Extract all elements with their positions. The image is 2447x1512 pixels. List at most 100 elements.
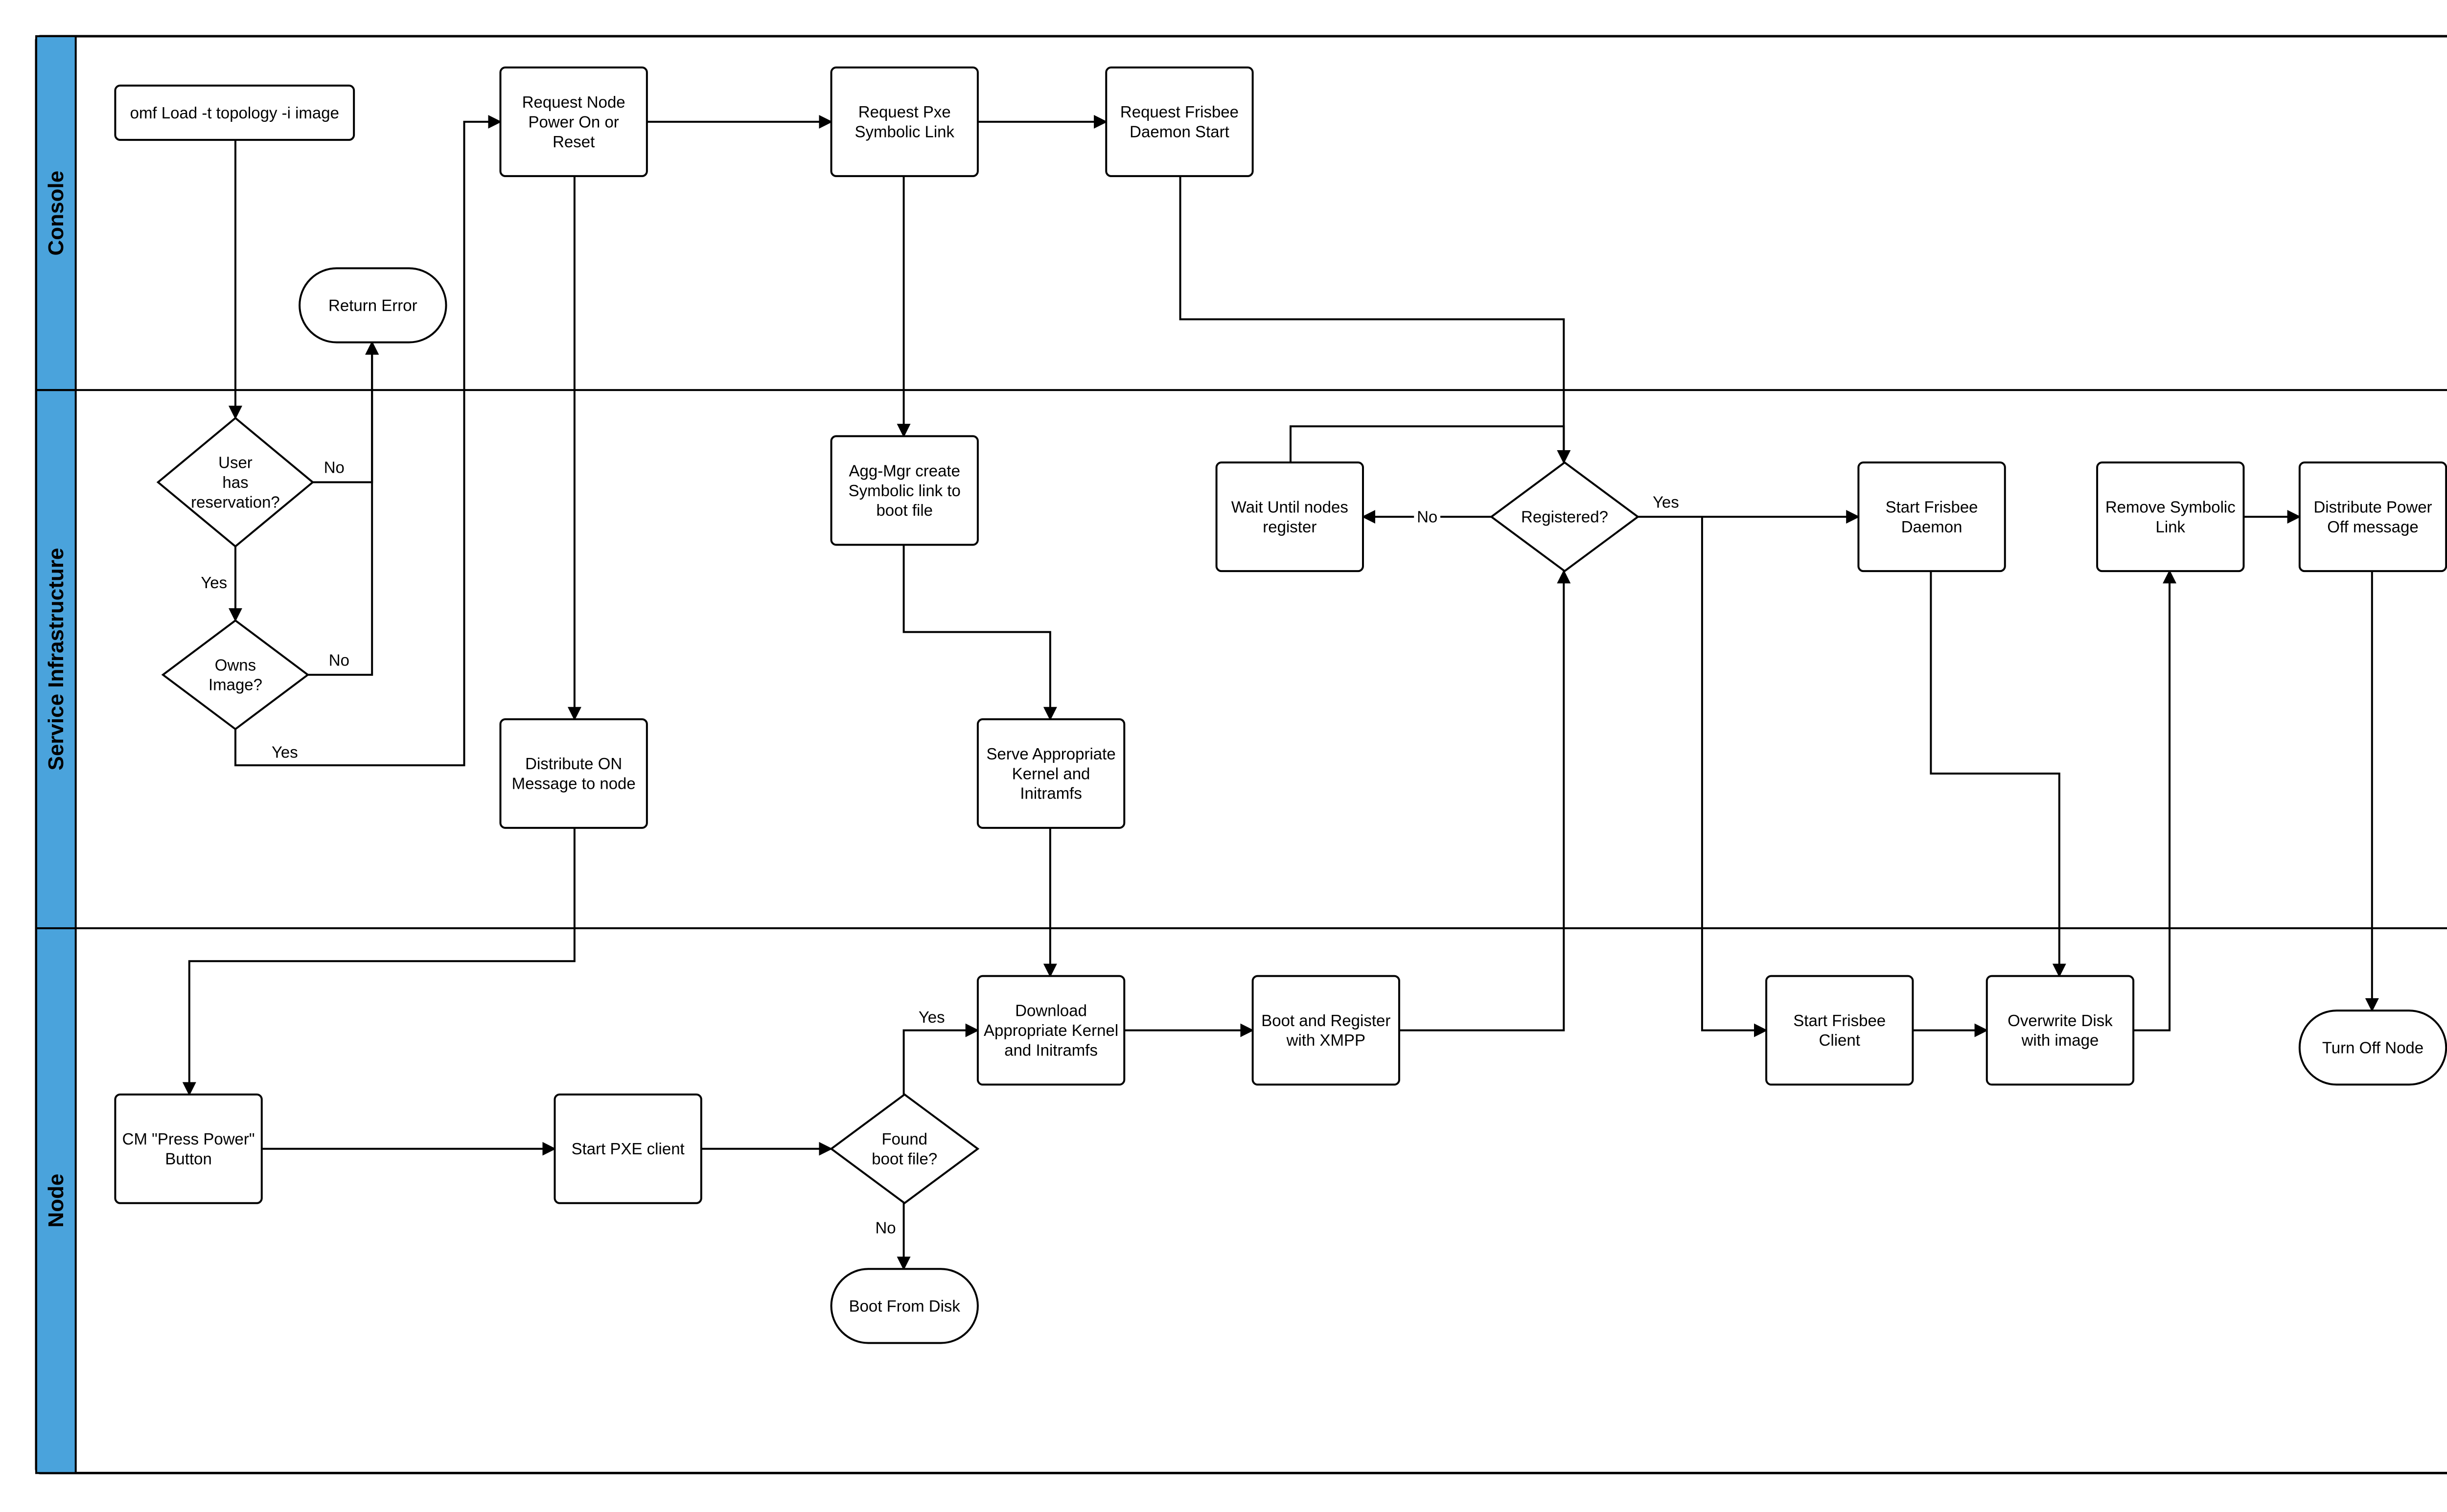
node-text-line: Turn Off Node	[2322, 1038, 2424, 1056]
node-text-line: Client	[1819, 1031, 1860, 1049]
node-text-line: and Initramfs	[1004, 1041, 1098, 1059]
process-shape	[976, 718, 1126, 829]
node-text-line: Request Frisbee	[1120, 103, 1239, 121]
process-shape	[499, 66, 648, 177]
node-wait-register: Wait Until nodes register	[1215, 461, 1364, 573]
node-omf-load: omf Load -t topology -i image	[114, 84, 355, 141]
node-text-line: User	[218, 454, 253, 472]
node-text-line: boot file	[876, 501, 933, 519]
node-text-line: Distribute ON	[525, 755, 622, 773]
edge-label-yes: Yes	[919, 1008, 945, 1026]
edge-owns_image-to-request_power	[234, 115, 502, 766]
node-text-line: Image?	[208, 676, 262, 694]
process-shape	[976, 975, 1126, 1086]
edge-distribute_on-to-cm_press_power	[182, 827, 576, 1096]
node-text-line: Start Frisbee	[1793, 1011, 1886, 1030]
edge-label-yes: Yes	[272, 743, 298, 761]
diagram-frame	[35, 35, 2447, 1474]
edge-label-no: No	[875, 1219, 896, 1237]
node-cm-press-power: CM "Press Power"Button	[114, 1093, 263, 1204]
node-text-line: Distribute Power	[2313, 498, 2432, 516]
node-text-line: Wait Until nodes	[1231, 498, 1348, 516]
edge-found_boot-to-download_kernel	[902, 1023, 979, 1095]
decision-shape	[156, 416, 315, 548]
node-distribute-on: Distribute ON Message to node	[499, 718, 648, 829]
edge-label-bg	[321, 458, 347, 478]
node-text-line: Symbolic Link	[854, 123, 954, 141]
edge-label-yes: Yes	[201, 573, 227, 592]
node-text-line: register	[1263, 518, 1316, 536]
edge-label-bg	[872, 1218, 899, 1238]
node-text-line: with XMPP	[1286, 1031, 1365, 1049]
edge-label-yes: Yes	[1653, 493, 1679, 511]
edge-label-no: No	[329, 651, 349, 669]
node-text-line: Message to node	[512, 775, 636, 793]
process-shape	[1105, 66, 1254, 177]
node-text-line: Agg-Mgr create	[849, 461, 960, 480]
node-return-error: Return Error	[299, 267, 447, 344]
edge-label-no: No	[324, 458, 345, 477]
process-shape	[499, 718, 648, 829]
node-text-line: Overwrite Disk	[2008, 1011, 2113, 1030]
edge-label-bg	[271, 742, 298, 762]
edge-agg_mgr-to-serve_kernel	[902, 545, 1057, 721]
process-shape	[2298, 461, 2447, 573]
lane-label-service: Service Infrastructure	[44, 548, 68, 771]
decision-shape	[161, 619, 310, 731]
node-text-line: Start PXE client	[572, 1140, 685, 1158]
node-text-line: has	[222, 473, 248, 491]
edge-label-bg	[918, 1007, 945, 1027]
node-text-line: Return Error	[328, 296, 417, 314]
edge-start_frisbee_daemon-to-overwrite_disk	[1930, 571, 2066, 978]
node-text-line: Owns	[215, 656, 256, 674]
terminal-shape	[2298, 1009, 2447, 1086]
process-shape	[830, 435, 979, 546]
node-text-line: reservation?	[191, 493, 280, 511]
terminal-shape	[299, 267, 447, 344]
edge-boot_register-to-registered	[1399, 570, 1571, 1031]
node-boot-from-disk: Boot From Disk	[830, 1268, 979, 1344]
node-text-line: Start Frisbee	[1886, 498, 1978, 516]
node-text-line: Found	[881, 1130, 927, 1148]
node-text-line: Button	[165, 1149, 211, 1168]
node-text-line: with image	[2021, 1031, 2099, 1049]
node-text-line: Request Pxe	[858, 103, 951, 121]
node-text-line: Remove Symbolic	[2105, 498, 2236, 516]
node-registered: Registered?	[1489, 461, 1640, 573]
node-start-pxe: Start PXE client	[554, 1093, 702, 1204]
edge-wait_register-to-registered	[1290, 425, 1571, 464]
terminal-shape	[830, 1268, 979, 1344]
edge-owns_image-to-return_error	[308, 341, 379, 676]
edge-label-bg	[201, 573, 228, 593]
node-text-line: boot file?	[872, 1149, 937, 1168]
process-shape	[830, 66, 979, 177]
node-text-line: Serve Appropriate	[987, 745, 1116, 763]
node-text-line: Request Node	[522, 93, 625, 111]
process-shape	[1215, 461, 1364, 573]
lane-label-node: Node	[44, 1174, 68, 1228]
process-shape	[114, 1093, 263, 1204]
node-text-line: omf Load -t topology -i image	[130, 104, 339, 122]
process-shape	[1251, 975, 1400, 1086]
lane-header-service	[35, 389, 77, 930]
edge-label-no: No	[1417, 508, 1437, 526]
node-text-line: Boot From Disk	[849, 1297, 961, 1315]
node-text-line: Symbolic link to	[849, 481, 961, 500]
edge-registered-to-start_frisbee_client	[1701, 517, 1768, 1037]
edge-label-bg	[1414, 506, 1441, 527]
process-shape	[2096, 461, 2245, 573]
process-shape	[1765, 975, 1914, 1086]
